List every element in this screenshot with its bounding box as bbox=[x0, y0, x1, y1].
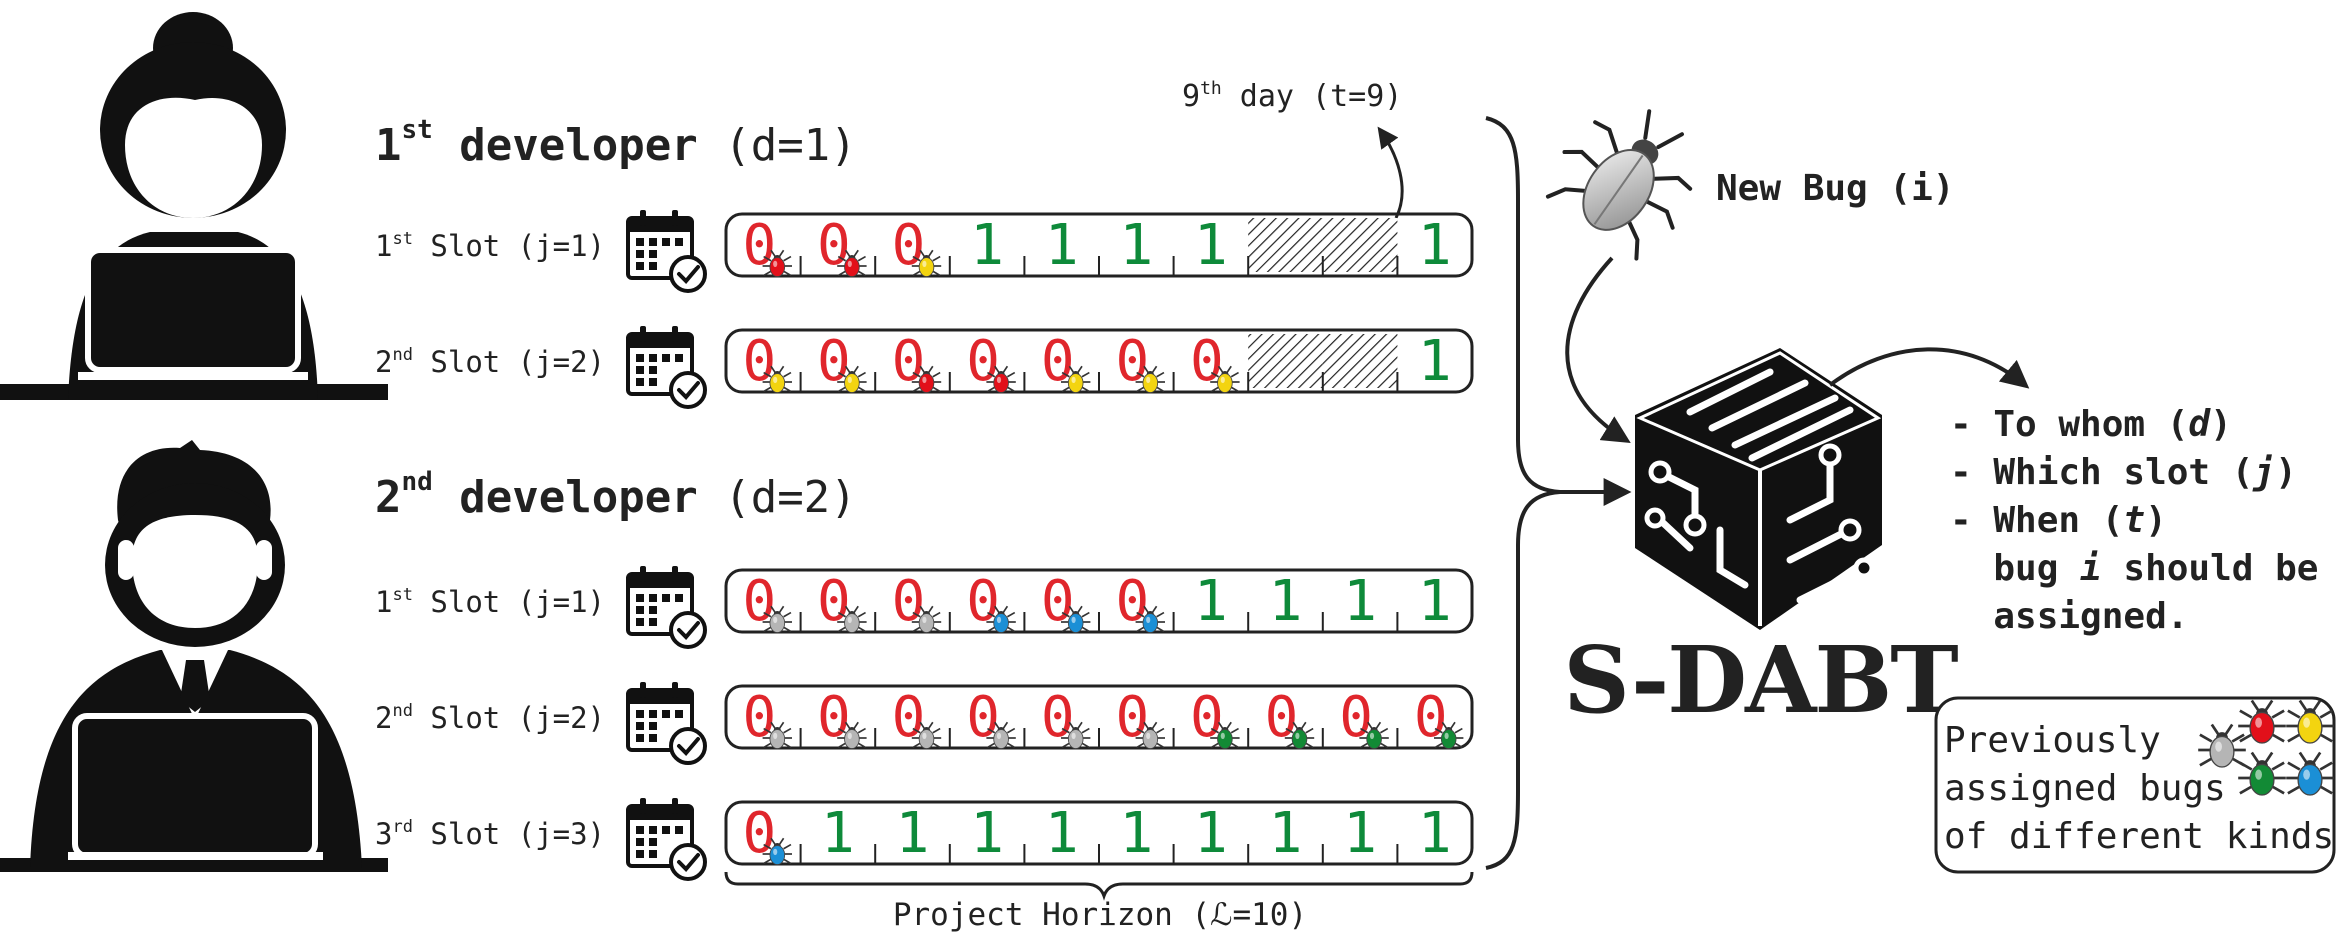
free-day-digit: 1 bbox=[1343, 801, 1377, 866]
blocked-day-cell bbox=[1322, 334, 1398, 388]
free-day-digit: 1 bbox=[1418, 569, 1452, 634]
free-day-digit: 1 bbox=[896, 801, 930, 866]
red-bug-icon bbox=[911, 365, 942, 393]
red-bug-icon bbox=[762, 249, 792, 277]
legend-line-2: assigned bugs bbox=[1944, 768, 2226, 809]
green-bug-icon bbox=[1210, 721, 1240, 749]
calendar-check-icon bbox=[626, 798, 707, 881]
blue-bug-icon bbox=[1060, 605, 1091, 633]
calendar-check-icon bbox=[626, 210, 707, 293]
new-bug-label: New Bug (i) bbox=[1716, 168, 1954, 209]
male-developer-icon bbox=[0, 440, 388, 872]
blue-bug-icon bbox=[986, 605, 1016, 633]
gray-bug-icon bbox=[986, 721, 1016, 749]
legend-bugs bbox=[2198, 699, 2334, 796]
gray-bug-icon bbox=[762, 721, 792, 749]
green-bug-icon bbox=[2238, 751, 2286, 796]
developer-2-heading: 2nd developer (d=2) bbox=[375, 467, 857, 523]
red-bug-icon bbox=[837, 249, 867, 277]
project-horizon-label: Project Horizon (ℒ=10) bbox=[893, 897, 1307, 932]
yellow-bug-icon bbox=[1135, 365, 1166, 393]
output-arrow bbox=[1828, 347, 2030, 389]
yellow-bug-icon bbox=[2286, 699, 2334, 744]
day-annotation-arrow bbox=[1377, 126, 1404, 219]
yellow-bug-icon bbox=[1210, 365, 1240, 393]
blocked-day-cell bbox=[1248, 334, 1323, 388]
red-bug-icon bbox=[2238, 699, 2286, 744]
calendar-check-icon bbox=[626, 682, 707, 765]
free-day-digit: 1 bbox=[1269, 801, 1303, 866]
gray-bug-icon bbox=[762, 605, 792, 633]
free-day-digit: 1 bbox=[1194, 569, 1228, 634]
green-bug-icon bbox=[1359, 721, 1389, 749]
free-day-digit: 1 bbox=[1119, 213, 1153, 278]
gray-bug-icon bbox=[911, 721, 942, 749]
blue-bug-icon bbox=[1135, 605, 1166, 633]
free-day-digit: 1 bbox=[821, 801, 855, 866]
yellow-bug-icon bbox=[911, 249, 942, 277]
free-day-digit: 1 bbox=[1418, 801, 1452, 866]
calendar-check-icon bbox=[626, 566, 707, 649]
calendar-check-icon bbox=[626, 326, 707, 409]
slots-bracket bbox=[1485, 116, 1620, 494]
free-day-digit: 1 bbox=[1418, 329, 1452, 394]
free-day-digit: 1 bbox=[1343, 569, 1377, 634]
circuit-cube-icon bbox=[1635, 348, 1882, 630]
new-bug-arrow bbox=[1565, 256, 1631, 443]
free-day-digit: 1 bbox=[970, 801, 1004, 866]
gray-bug-icon bbox=[1060, 721, 1091, 749]
red-bug-icon bbox=[986, 365, 1016, 393]
question-line: assigned. bbox=[1950, 596, 2188, 637]
free-day-digit: 1 bbox=[1418, 213, 1452, 278]
yellow-bug-icon bbox=[837, 365, 867, 393]
day-annotation: 9th day (t=9) bbox=[1182, 78, 1402, 114]
gray-bug-icon bbox=[837, 605, 867, 633]
slot-label: 2nd Slot (j=2) bbox=[375, 345, 605, 379]
free-day-digit: 1 bbox=[1045, 213, 1079, 278]
yellow-bug-icon bbox=[1060, 365, 1091, 393]
green-bug-icon bbox=[1284, 721, 1315, 749]
legend-line-3: of different kinds bbox=[1944, 816, 2334, 857]
gray-bug-icon bbox=[911, 605, 942, 633]
gray-bug-icon bbox=[837, 721, 867, 749]
yellow-bug-icon bbox=[762, 365, 792, 393]
slot-label: 3rd Slot (j=3) bbox=[375, 817, 605, 851]
new-bug-icon bbox=[1545, 109, 1693, 261]
question-line: - When (t) bbox=[1950, 500, 2167, 541]
output-questions: - To whom (d)- Which slot (j)- When (t) … bbox=[1950, 404, 2318, 637]
brand-title: S-DABT bbox=[1563, 626, 1958, 734]
free-day-digit: 1 bbox=[1045, 801, 1079, 866]
question-line: - To whom (d) bbox=[1950, 404, 2232, 445]
slot-label: 1st Slot (j=1) bbox=[375, 585, 605, 619]
gray-bug-icon bbox=[2198, 723, 2246, 768]
slot-label: 1st Slot (j=1) bbox=[375, 229, 605, 263]
question-line: bug i should be bbox=[1950, 548, 2318, 589]
legend-line-1: Previously bbox=[1944, 720, 2161, 761]
free-day-digit: 1 bbox=[1194, 213, 1228, 278]
developer-1-heading: 1st developer (d=1) bbox=[375, 115, 857, 171]
blocked-day-cell bbox=[1248, 218, 1323, 272]
slot-label: 2nd Slot (j=2) bbox=[375, 701, 605, 735]
free-day-digit: 1 bbox=[970, 213, 1004, 278]
question-line: - Which slot (j) bbox=[1950, 452, 2297, 493]
free-day-digit: 1 bbox=[1269, 569, 1303, 634]
gray-bug-icon bbox=[1135, 721, 1166, 749]
green-bug-icon bbox=[1433, 721, 1464, 749]
project-horizon-brace bbox=[724, 871, 1474, 901]
blue-bug-icon bbox=[762, 837, 792, 865]
female-developer-icon bbox=[0, 12, 388, 400]
free-day-digit: 1 bbox=[1119, 801, 1153, 866]
free-day-digit: 1 bbox=[1194, 801, 1228, 866]
blocked-day-cell bbox=[1322, 218, 1398, 272]
blue-bug-icon bbox=[2286, 751, 2334, 796]
slots-bracket-lower bbox=[1485, 490, 1561, 870]
